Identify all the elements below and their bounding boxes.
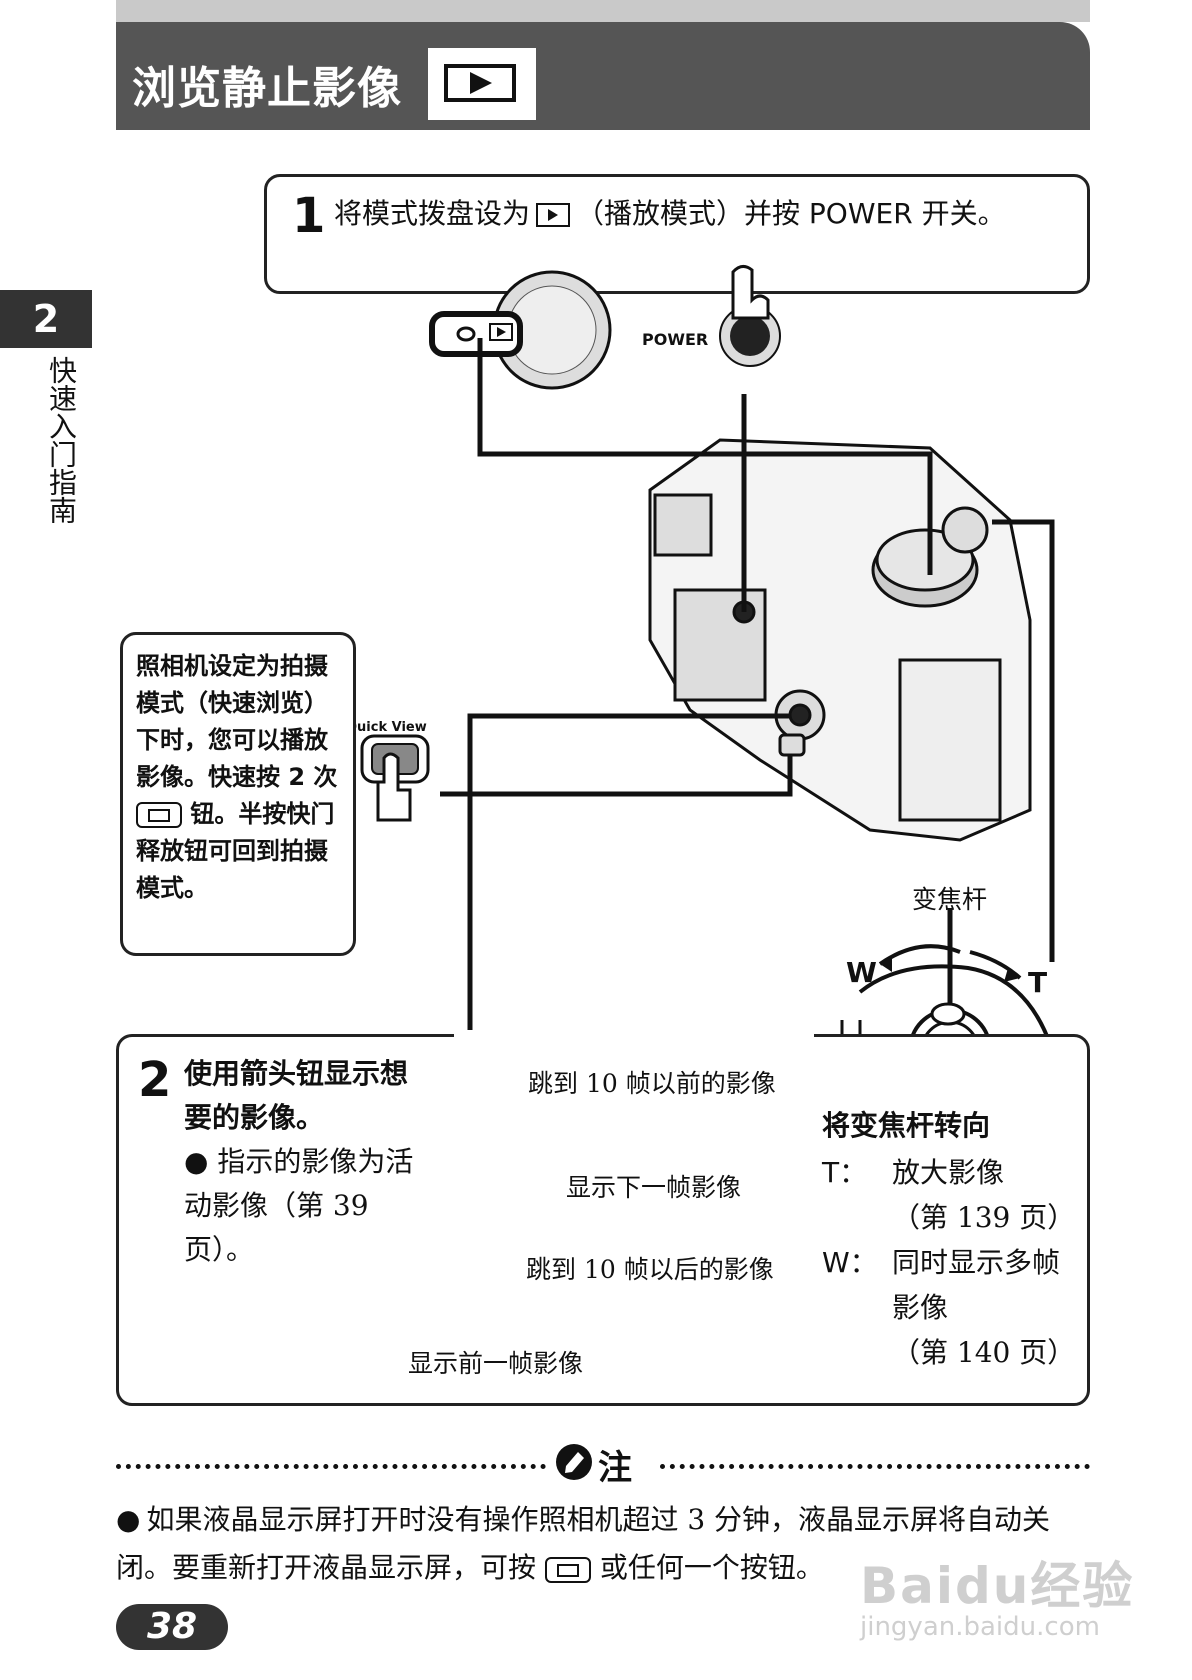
zoom-heading: 将变焦杆转向 (822, 1109, 991, 1142)
power-label: POWER (642, 330, 709, 349)
zoom-list: T： 放大影像 （第 139 页） W： 同时显示多帧影像 （第 140 页） (822, 1150, 1075, 1375)
chapter-number: 2 (0, 290, 92, 348)
page-number: 38 (116, 1604, 228, 1650)
camera-body (648, 438, 1032, 842)
zoom-lever-label: 变焦杆 (912, 885, 988, 914)
zoom-item-key: W： (822, 1246, 878, 1279)
step1-box (264, 174, 1090, 294)
zoom-t-label: T (1028, 966, 1048, 999)
zoom-item-value: 同时显示多帧影像 (892, 1246, 1061, 1324)
quick-view-icon (544, 1556, 591, 1583)
header-top-strip (116, 0, 1090, 22)
step2-box (116, 1034, 1090, 1406)
zoom-item-ref: （第 139 页） (892, 1201, 1076, 1234)
watermark-url: jingyan.baidu.com (860, 1612, 1100, 1642)
page-title: 浏览静止影像 (132, 63, 402, 114)
zoom-w-label: W (846, 956, 877, 989)
qv-text-after: 钮。半按快门释放钮可回到拍摄模式。 (136, 800, 335, 902)
step1-number: 1 (292, 188, 326, 244)
zoom-item-key: T： (822, 1156, 868, 1189)
zoom-item-w: W： 同时显示多帧影像 (822, 1240, 1075, 1330)
step1-text-before: 将模式拨盘设为 (334, 197, 531, 230)
qv-text-before: 照相机设定为拍摄模式（快速浏览）下时，您可以播放影像。快速按 2 次 (136, 652, 338, 791)
step1-text-after: （播放模式）并按 POWER 开关。 (576, 197, 1006, 230)
step2-box-gap (454, 1030, 814, 1038)
play-icon (536, 203, 571, 227)
zoom-item-ref-row: （第 139 页） (822, 1195, 1075, 1240)
label-previous-frame: 显示前一帧影像 (408, 1349, 584, 1378)
note-text: ●如果液晶显示屏打开时没有操作照相机超过 3 分钟，液晶显示屏将自动关闭。要重新… (116, 1503, 1051, 1584)
note-icon (556, 1444, 592, 1480)
chapter-title: 快速入门指南 (45, 356, 78, 524)
note-title: 注 (598, 1448, 632, 1488)
quick-view-label: Quick View (346, 720, 427, 735)
note-divider-left (116, 1464, 546, 1469)
header-bar (116, 22, 1090, 130)
note-text-before: 如果液晶显示屏打开时没有操作照相机超过 3 分钟，液晶显示屏将自动关闭。要重新打… (116, 1503, 1051, 1584)
watermark-logo: Baidu经验 (860, 1557, 1135, 1615)
zoom-item-ref-row: （第 140 页） (822, 1330, 1075, 1375)
note-divider-right (660, 1464, 1090, 1469)
quick-view-button-icon (360, 734, 430, 822)
quick-view-note-box (120, 632, 356, 956)
zoom-item-t: T： 放大影像 (822, 1150, 1075, 1195)
playback-mode-icon (428, 48, 536, 120)
label-jump-forward-10: 跳到 10 帧以后的影像 (526, 1255, 774, 1284)
mode-dial-icon (429, 270, 612, 390)
step1-text: 将模式拨盘设为 （播放模式）并按 POWER 开关。 (334, 192, 1006, 232)
step2-bullet: ● 指示的影像为活动影像（第 39 页）。 (184, 1145, 414, 1266)
power-button-icon (719, 265, 781, 367)
label-next-frame: 显示下一帧影像 (566, 1173, 742, 1202)
zoom-item-value: 放大影像 (892, 1156, 1005, 1189)
note-text-after: 或任何一个按钮。 (599, 1551, 824, 1584)
step2-title: 使用箭头钮显示想要的影像。 (184, 1057, 409, 1134)
quick-view-note-text: 照相机设定为拍摄模式（快速浏览）下时，您可以播放影像。快速按 2 次 钮。半按快… (136, 648, 344, 907)
step2-number: 2 (138, 1052, 172, 1108)
zoom-item-ref: （第 140 页） (892, 1336, 1076, 1369)
quick-view-icon (136, 802, 182, 828)
label-jump-back-10: 跳到 10 帧以前的影像 (528, 1069, 776, 1098)
